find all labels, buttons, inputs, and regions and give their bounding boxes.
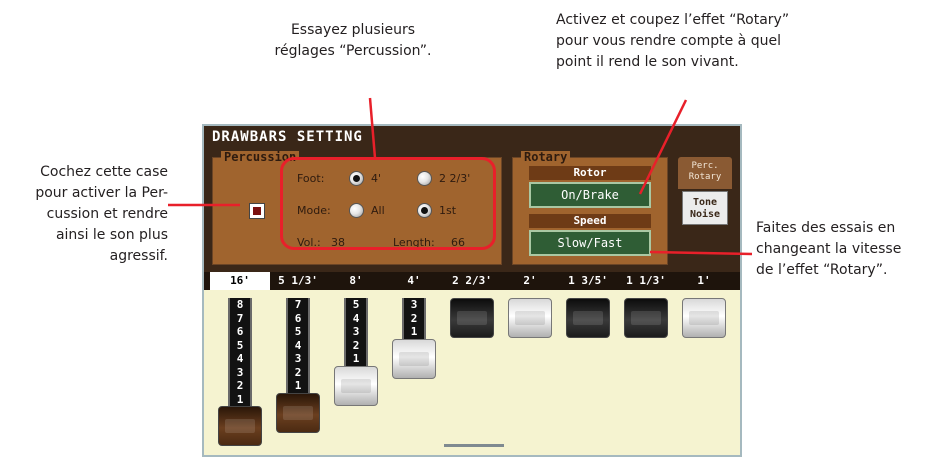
leader-percussion [368,97,377,159]
page-title: DRAWBARS SETTING [204,126,740,149]
drawbar-knob-grip [399,351,429,366]
drawbar-number: 7 [236,311,244,325]
drawbar-number: 3 [352,325,360,338]
percussion-enable-checkbox[interactable] [249,203,265,219]
check-mark-icon [253,207,261,215]
footage-label[interactable]: 5 1/3' [278,274,318,287]
mode-option-1st-label: 1st [439,204,457,217]
foot-label: Foot: [297,172,325,185]
callout-rotary-toggle: Activez et coupez l’effet “Rotary” pour … [556,12,790,70]
footage-label[interactable]: 1 3/5' [568,274,608,287]
mode-label: Mode: [297,204,331,217]
length-label: Length: [393,236,435,249]
drawbar-knob[interactable] [450,298,494,338]
tab-perc-rotary-label: Perc. Rotary [688,161,722,182]
drawbar-knob[interactable] [624,298,668,338]
percussion-group-title: Percussion [221,151,300,164]
drawbar-knob-grip [457,311,487,325]
speed-slow-fast-button[interactable]: Slow/Fast [529,230,651,256]
drawbar-knob-grip [341,378,371,393]
leader-rotary [638,99,688,195]
drawbar-knob-grip [689,311,719,325]
drawbar-number: 3 [410,298,418,311]
rotor-on-brake-button[interactable]: On/Brake [529,182,651,208]
foot-radio-4[interactable] [349,171,364,186]
drawbar-knob[interactable] [334,365,378,406]
drawbar-number: 2 [410,311,418,325]
volume-label: Vol.: [297,236,321,249]
footage-label[interactable]: 2' [523,274,537,287]
drawbar-number: 3 [236,365,244,379]
drawbar-knob[interactable] [392,338,436,379]
foot-radio-2-2-3[interactable] [417,171,432,186]
scroll-indicator [444,444,504,447]
drawbar-number: 2 [294,365,302,379]
drawbar-number: 1 [410,325,418,338]
footage-label[interactable]: 8' [349,274,363,287]
drawbar-number: 5 [352,298,360,311]
drawbar-number: 4 [294,338,302,352]
footage-label[interactable]: 4' [407,274,421,287]
drawbar-knob-grip [631,311,661,325]
drawbar-number: 7 [294,298,302,311]
rotary-group: Rotary Rotor On/Brake Speed Slow/Fast [512,151,668,265]
drawbar-number: 5 [294,325,302,338]
drawbar-number: 1 [352,352,360,365]
tab-tone-noise[interactable]: Tone Noise [682,191,728,225]
volume-value[interactable]: 38 [331,236,345,249]
drawbar-number: 4 [236,352,244,365]
callout-percussion-checkbox: Cochez cette case pour activer la Per- c… [35,164,168,264]
drawbar-knob-grip [225,419,255,433]
foot-option-4-label: 4' [371,172,382,185]
percussion-highlight-frame [280,157,496,250]
drawbar-knob[interactable] [566,298,610,338]
drawbar-knob-grip [515,311,545,325]
footage-header: 16' 5 1/3' 8' 4' 2 2/3' 2' 1 3/5' 1 1/3' 1' [204,272,740,290]
mode-option-all-label: All [371,204,385,217]
mode-radio-1st[interactable] [417,203,432,218]
leader-speed [649,250,753,256]
drawbar-number: 2 [352,338,360,352]
foot-option-2-2-3-label: 2 2/3' [439,172,471,185]
drawbar-number: 2 [236,379,244,392]
footage-label[interactable]: 1 1/3' [626,274,666,287]
length-value[interactable]: 66 [451,236,465,249]
drawbar-knob[interactable] [682,298,726,338]
speed-label: Speed [529,214,651,228]
tab-perc-rotary[interactable]: Perc. Rotary [678,157,732,189]
tab-tone-noise-label: Tone Noise [689,197,721,220]
rotary-group-title: Rotary [521,151,571,164]
drawbar-knob[interactable] [276,392,320,433]
drawbar-number: 1 [294,379,302,392]
footage-label[interactable]: 16' [210,272,270,290]
drawbar-number: 3 [294,352,302,365]
footage-label[interactable]: 1' [697,274,711,287]
drawbar-number: 4 [352,311,360,325]
drawbar-number: 6 [294,311,302,325]
callout-rotary-speed: Faites des essais en changeant la vitess… [756,220,902,278]
drawbar-knob-grip [283,405,313,420]
drawbar-number: 6 [236,325,244,338]
callout-percussion-settings: Essayez plusieurs réglages “Percussion”. [274,22,432,59]
drawbar-number: 1 [236,392,244,406]
mode-radio-all[interactable] [349,203,364,218]
drawbar-knob[interactable] [218,406,262,446]
drawbar-knob[interactable] [508,298,552,338]
footage-label[interactable]: 2 2/3' [452,274,492,287]
drawbar-knob-grip [573,311,603,325]
drawbar-number: 8 [236,298,244,311]
rotor-label: Rotor [529,166,651,180]
drawbar-number: 5 [236,338,244,352]
